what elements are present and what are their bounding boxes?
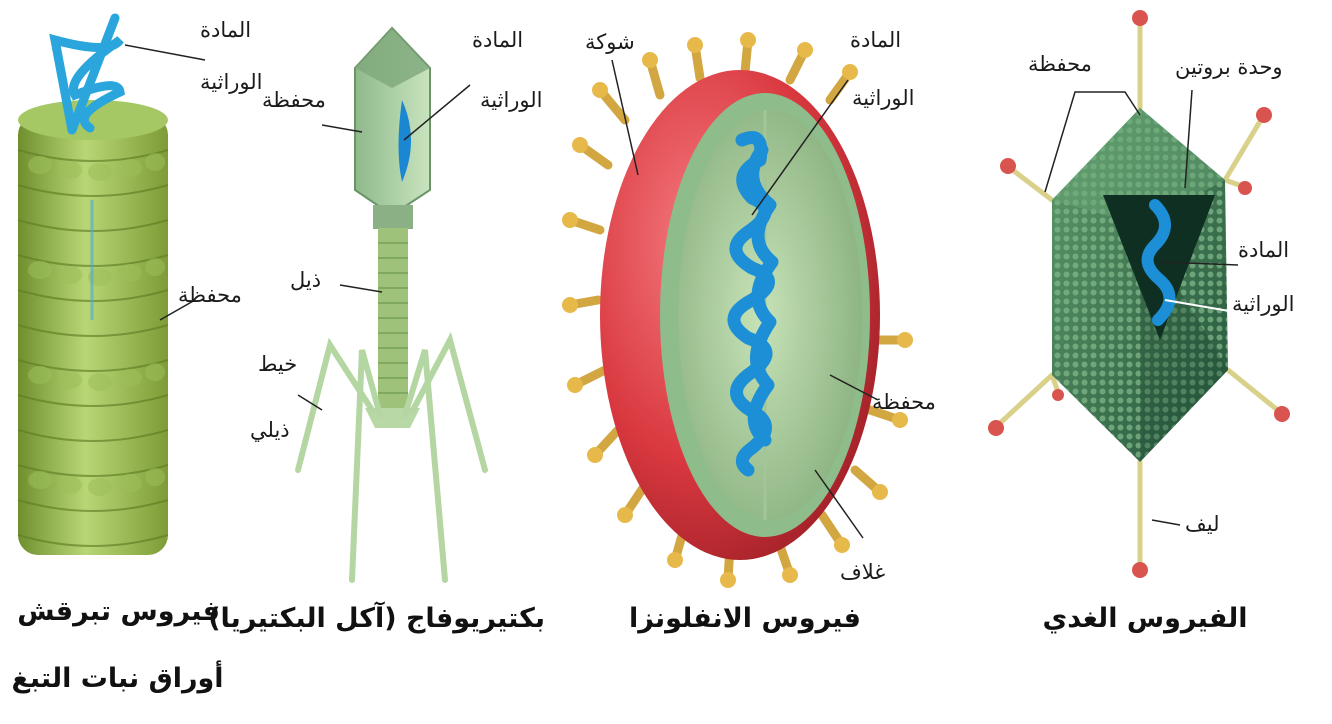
tmv-genetic-pointer (125, 45, 205, 60)
tmv-genetic-label-line1: المادة (200, 18, 251, 43)
adenovirus-genetic-label-line1: المادة (1238, 238, 1289, 263)
phage-caption: بكتيريوفاج (آكل البكتيريا) (245, 602, 545, 636)
tmv-capsid-label: محفظة (178, 283, 242, 308)
adenovirus-genetic-label-line2: الوراثية (1232, 292, 1295, 317)
phage-genetic-label-line2: الوراثية (480, 88, 543, 113)
phage-capsid-label: محفظة (262, 88, 326, 113)
influenza-capsid-label: محفظة (872, 390, 936, 415)
phage-tail-pointer (340, 285, 382, 292)
tmv-caption-line1: فيروس تبرقش (20, 595, 220, 629)
influenza-caption: فيروس الانفلونزا (615, 602, 875, 636)
influenza-genetic-label-line2: الوراثية (852, 86, 915, 111)
tmv-caption-line2: أوراق نبات التبغ (10, 662, 225, 696)
adenovirus-caption: الفيروس الغدي (1040, 602, 1250, 636)
influenza-spike-pointer (612, 60, 638, 175)
influenza-spike-label: شوكة (585, 30, 635, 55)
adenovirus-capsid-label: محفظة (1028, 52, 1092, 77)
influenza-virus-illustration (562, 32, 913, 588)
phage-tail-label: ذيل (290, 268, 321, 293)
phage-collar (373, 205, 413, 229)
adenovirus-protein-label: وحدة بروتين (1175, 55, 1283, 80)
tmv-genetic-label-line2: الوراثية (200, 70, 263, 95)
phage-fiber-label-line1: خيط (258, 352, 297, 377)
phage-genetic-label-line1: المادة (472, 28, 523, 53)
phage-fiber-label-line2: ذيلي (250, 418, 290, 443)
influenza-genetic-label-line1: المادة (850, 28, 901, 53)
influenza-envelope-label: غلاف (840, 560, 885, 585)
adenovirus-fiber-label: ليف (1185, 512, 1219, 537)
tobacco-mosaic-virus-illustration (18, 18, 205, 555)
adenovirus-fiber-pointer (1152, 520, 1180, 525)
bacteriophage-illustration (298, 28, 485, 580)
